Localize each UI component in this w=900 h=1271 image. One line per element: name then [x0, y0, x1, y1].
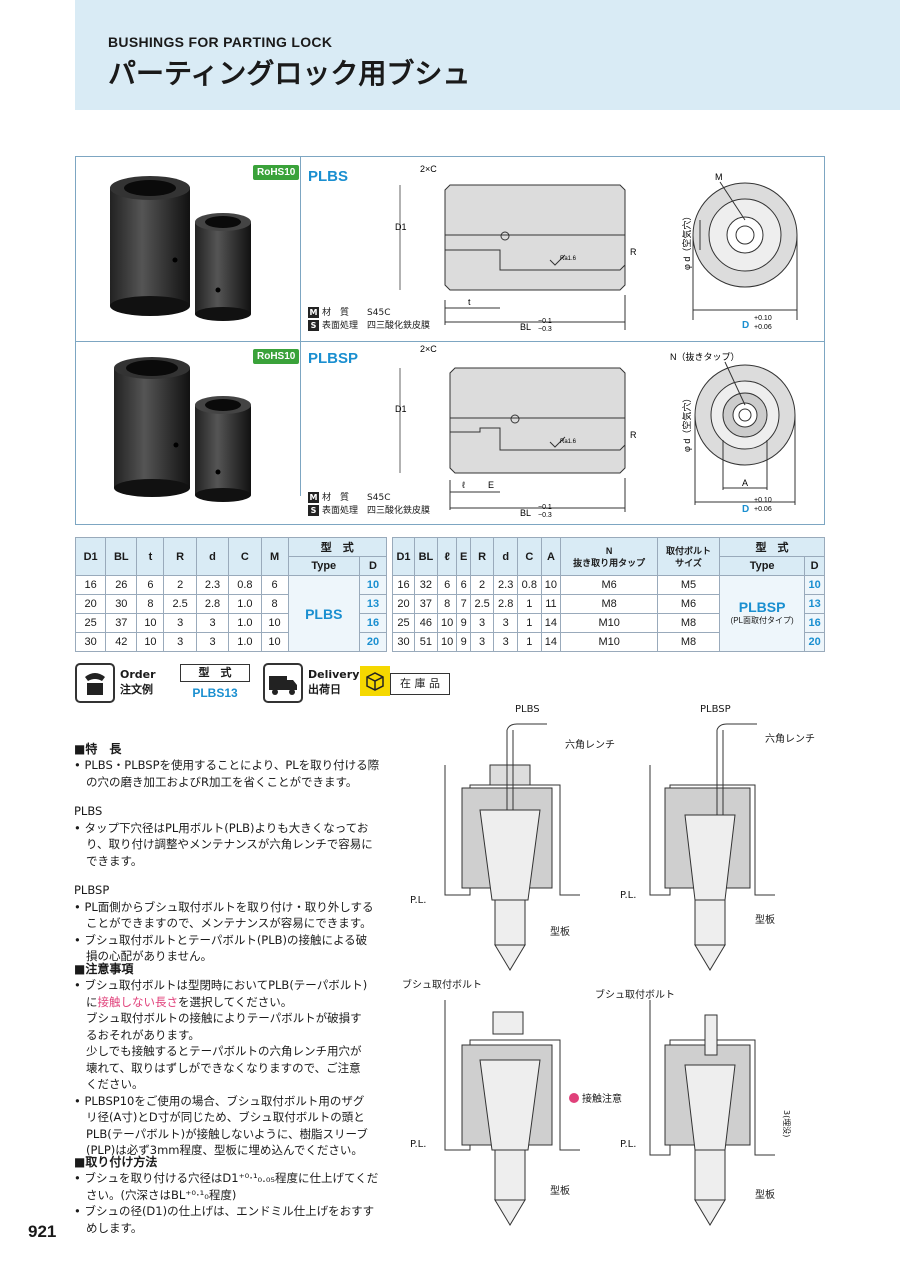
plbsp-dim-phid: φ d（空気穴）: [681, 394, 692, 452]
col-bl: BL: [105, 537, 138, 576]
plbsp-photo: [114, 357, 251, 502]
diagram-plbsp-label: PLBSP: [700, 704, 731, 715]
plbsp-bl-tol-bot: −0.3: [538, 512, 552, 519]
col-type: Type: [287, 556, 360, 576]
rohs-badge-2: RoHS10: [253, 349, 300, 364]
pl-label-2: P.L.: [620, 890, 636, 901]
plbsp-dim-a: A: [742, 478, 748, 488]
plbs-photo: [110, 176, 251, 321]
plbs-dim-m: M: [715, 172, 723, 182]
plbs-dim-D: D: [742, 320, 749, 331]
plbsp-ra: Ra1.6: [560, 439, 577, 445]
type-plbs: PLBS: [287, 575, 360, 652]
plbsp-panel: [75, 341, 825, 525]
plbsp-D-tol-bot: +0.06: [754, 506, 772, 513]
page-number: 921: [28, 1222, 57, 1241]
pl-label-4: P.L.: [620, 1139, 636, 1150]
install-section: ■取り付け方法 • ブシュを取り付ける穴径はD1⁺⁰·¹₀.₀₅程度に仕上げてく…: [74, 1155, 379, 1235]
stock-label: 在 庫 品: [390, 673, 450, 695]
plate-label-2: 型板: [755, 913, 775, 926]
wrench-label-2: 六角レンチ: [765, 733, 815, 745]
plbs-ra: Ra1.6: [560, 256, 577, 262]
embed-label: 3(埋没): [782, 1110, 792, 1137]
order-type-header: 型 式: [180, 664, 250, 682]
col-t: t: [136, 537, 165, 576]
pl-label-3: P.L.: [410, 1139, 426, 1150]
col-type-group: 型 式: [287, 537, 388, 557]
plbs-title: PLBS: [308, 168, 349, 185]
stock-box-icon: [360, 666, 390, 696]
plbs-dim-d1: D1: [395, 222, 407, 232]
truck-icon: [263, 663, 303, 703]
plbsp-dim-l: ℓ: [462, 480, 466, 490]
contact-label: 接触注意: [582, 1092, 622, 1105]
plate-label-4: 型板: [755, 1188, 775, 1201]
col-m: M: [260, 537, 289, 576]
bolt-label-2: ブシュ取付ボルト: [595, 988, 675, 1001]
diagram-plbs-label: PLBS: [515, 704, 540, 715]
plate-label-1: 型板: [550, 925, 570, 938]
features-section: ■特 長 • PLBS・PLBSPを使用することにより、PLを取り付ける際 の穴…: [74, 742, 380, 963]
plbsp-dim-bl: BL: [520, 508, 531, 518]
plbs-dim-t: t: [468, 297, 471, 307]
plbs-bl-tol-bot: −0.3: [538, 326, 552, 333]
plate-label-3: 型板: [550, 1184, 570, 1197]
col-d1: D1: [74, 537, 107, 576]
header-band: [75, 0, 900, 110]
col-d: d: [195, 537, 230, 576]
rohs-badge: RoHS10: [253, 165, 300, 180]
plbs-bl-tol-top: −0.1: [538, 318, 552, 325]
order-example: PLBS13: [192, 686, 238, 700]
phone-icon: [75, 663, 115, 703]
col-D: D: [358, 556, 388, 576]
plbs-drawing: 2×C D1 R t BL −0.1 −0.3 Ra1.6 M φ d（空気穴）…: [395, 164, 798, 333]
installation-diagrams: PLBS PLBSP 六角レンチ 六角レンチ P.L. P.L. 型板 型板 ブ…: [402, 704, 815, 1226]
plbs-dim-bl: BL: [520, 322, 531, 332]
plbsp-dim-r: R: [630, 430, 637, 440]
col-r: R: [163, 537, 197, 576]
caution-section: ■注意事項 • ブシュ取付ボルトは型閉時においてPLB(テーパボルト) に接触し…: [74, 962, 368, 1157]
plbsp-dim-e: E: [488, 480, 494, 490]
pl-label-1: P.L.: [410, 895, 426, 906]
plbs-dim-r: R: [630, 247, 637, 257]
plbsp-D-tol-top: +0.10: [754, 497, 772, 504]
plbsp-dim-d1: D1: [395, 404, 407, 414]
plbs-D-tol-bot: +0.06: [754, 324, 772, 331]
plbsp-dim-n: N（抜きタップ）: [670, 351, 740, 362]
wrench-label-1: 六角レンチ: [565, 739, 615, 751]
title-en: BUSHINGS FOR PARTING LOCK: [108, 34, 333, 50]
bolt-label-1: ブシュ取付ボルト: [402, 978, 482, 991]
plbsp-dim-c: 2×C: [420, 344, 437, 354]
plbsp-title: PLBSP: [308, 350, 359, 367]
type-plbsp: PLBSP(PL面取付タイプ): [718, 575, 806, 652]
plbsp-drawing: 2×C D1 R ℓ E BL −0.1 −0.3 Ra1.6 N（抜きタップ）…: [395, 344, 796, 519]
plbsp-dim-D: D: [742, 504, 749, 515]
plbsp-bl-tol-top: −0.1: [538, 504, 552, 511]
col-c: C: [228, 537, 262, 576]
title-jp: パーティングロック用ブシュ: [108, 57, 471, 90]
plbs-D-tol-top: +0.10: [754, 315, 772, 322]
plbs-dim-c: 2×C: [420, 164, 437, 174]
plbs-dim-phid: φ d（空気穴）: [681, 212, 692, 270]
